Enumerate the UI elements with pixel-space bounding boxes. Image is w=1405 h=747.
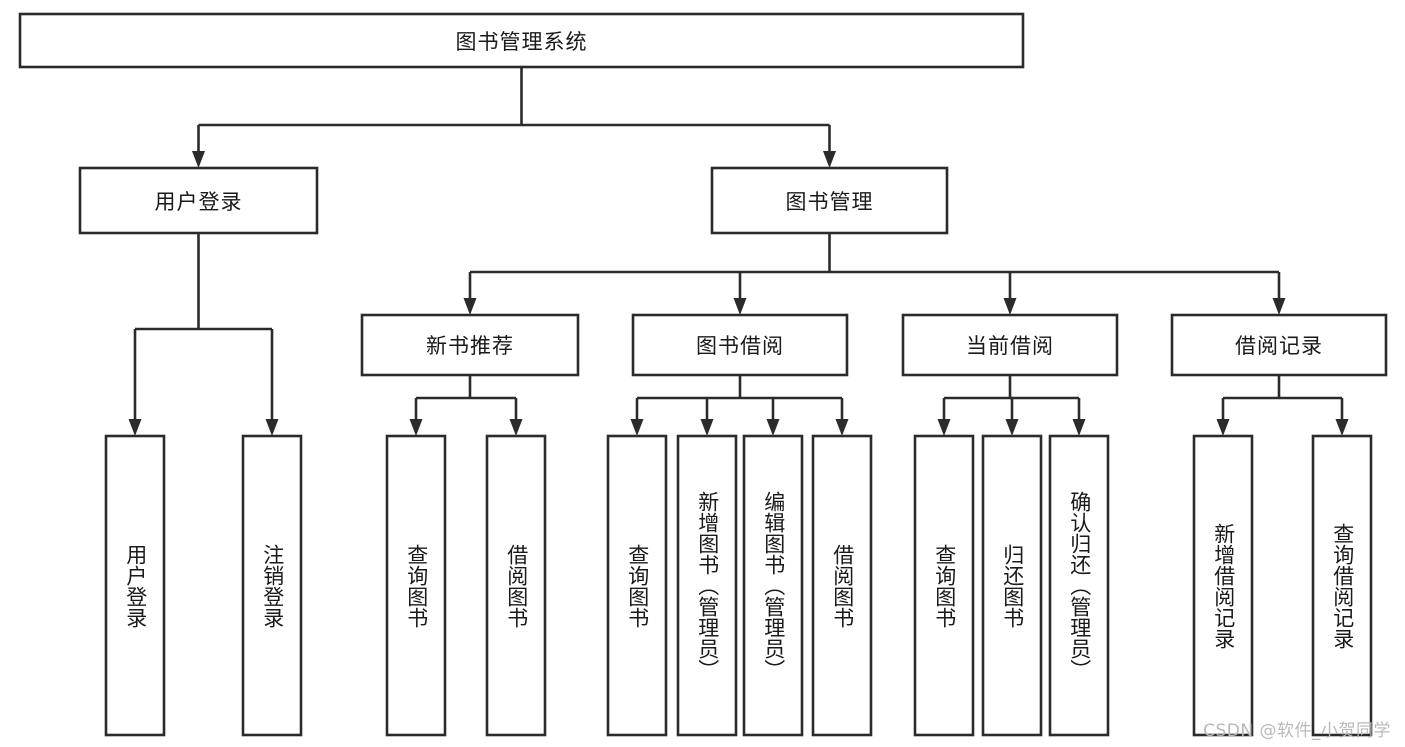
edge-arrowhead bbox=[1005, 419, 1019, 436]
edge-arrowhead bbox=[509, 419, 523, 436]
node-box-root[interactable] bbox=[18, 12, 1025, 69]
node-box-book-borrow[interactable] bbox=[631, 313, 849, 377]
edge-arrowhead bbox=[937, 419, 951, 436]
edge-arrowhead bbox=[265, 419, 279, 436]
edge-arrowhead bbox=[409, 419, 423, 436]
edge-arrowhead bbox=[700, 419, 714, 436]
node-box-leaf-query-book-bor[interactable] bbox=[606, 434, 668, 737]
node-box-leaf-query-book-cur[interactable] bbox=[913, 434, 975, 737]
edge-arrowhead bbox=[766, 419, 780, 436]
boxes-layer bbox=[18, 12, 1388, 737]
edge-arrowhead bbox=[1272, 298, 1286, 315]
edge-arrowhead bbox=[463, 298, 477, 315]
node-box-leaf-add-record[interactable] bbox=[1192, 434, 1254, 737]
edge-arrowhead bbox=[1072, 419, 1086, 436]
edge-arrowhead bbox=[1216, 419, 1230, 436]
node-box-leaf-borrow-book-rec[interactable] bbox=[485, 434, 547, 737]
node-box-leaf-query-record[interactable] bbox=[1311, 434, 1373, 737]
watermark-text: CSDN @软件_小贺同学 bbox=[1203, 721, 1391, 741]
edge-arrowhead bbox=[1335, 419, 1349, 436]
node-box-book-manage[interactable] bbox=[710, 166, 949, 235]
node-box-user-login[interactable] bbox=[78, 166, 319, 235]
node-box-borrow-record[interactable] bbox=[1170, 313, 1388, 377]
edge-arrowhead bbox=[192, 151, 205, 168]
node-box-leaf-user-login[interactable] bbox=[104, 434, 166, 737]
node-box-leaf-query-book-rec[interactable] bbox=[385, 434, 447, 737]
node-box-leaf-borrow-book-bor[interactable] bbox=[811, 434, 873, 737]
edge-arrowhead bbox=[630, 419, 644, 436]
edge-arrowhead bbox=[733, 298, 747, 315]
node-box-new-book-rec[interactable] bbox=[360, 313, 580, 377]
node-box-leaf-add-book[interactable] bbox=[676, 434, 738, 737]
connectors-layer bbox=[128, 67, 1349, 436]
node-box-leaf-edit-book[interactable] bbox=[742, 434, 804, 737]
edge-arrowhead bbox=[835, 419, 849, 436]
edge-arrowhead bbox=[1003, 298, 1017, 315]
node-box-current-borrow[interactable] bbox=[901, 313, 1119, 377]
node-box-leaf-user-logout[interactable] bbox=[241, 434, 303, 737]
node-box-leaf-confirm-return[interactable] bbox=[1048, 434, 1110, 737]
edge-arrowhead bbox=[823, 151, 836, 168]
node-box-leaf-return-book[interactable] bbox=[981, 434, 1043, 737]
edge-arrowhead bbox=[128, 419, 142, 436]
